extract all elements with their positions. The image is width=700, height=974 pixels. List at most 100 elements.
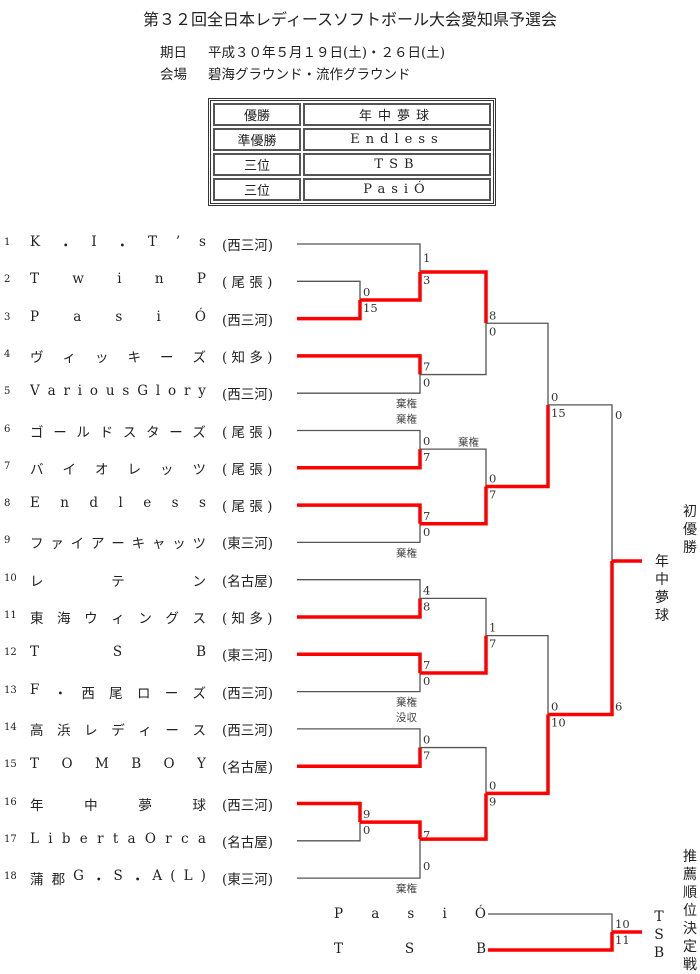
team-name-char: r (165, 830, 172, 847)
team-name-char: B (131, 756, 142, 773)
team-name-char: ッ (160, 461, 174, 478)
team-name-char: ン (138, 611, 152, 627)
team-name-char: T (147, 234, 157, 250)
bracket-line (486, 322, 549, 405)
team-name-char: ・ (91, 872, 106, 889)
winner-line (420, 486, 488, 526)
team-name-char: ー (111, 536, 125, 553)
team-name-char: s (199, 495, 206, 512)
playoff-team-char: s (407, 906, 415, 922)
score-label: 0 (551, 700, 558, 714)
bracket-line (420, 597, 487, 636)
score-label: 0 (423, 434, 430, 448)
score-label: 8 (423, 599, 430, 613)
playoff-team-char: Ó (474, 906, 486, 922)
score-label: 0 (423, 859, 430, 873)
forfeit-note: 棄権 (396, 696, 417, 709)
bracket-line (420, 323, 487, 376)
team-region: ( 尾 張 ) (222, 499, 273, 516)
bracket-line (297, 374, 421, 394)
team-name-char: ・ (58, 238, 73, 254)
team-name-char: ス (122, 424, 137, 441)
team-name-char: M (94, 756, 109, 773)
winner-line (297, 652, 422, 673)
team-number: 8 (4, 498, 11, 510)
playoff-team-char: S (404, 941, 415, 957)
score-label: 7 (489, 487, 496, 501)
playoff-team-char: B (476, 941, 486, 957)
team-number: 16 (4, 796, 17, 808)
team-name-char: 年 (30, 797, 44, 814)
team-name-char: ー (164, 685, 179, 702)
winner-line (297, 354, 422, 375)
team-number: 9 (4, 535, 11, 547)
score-label: 7 (489, 637, 496, 651)
team-name-char: i (77, 383, 83, 400)
team-name-char: P (30, 308, 40, 325)
team-name: ファイアーキャッツ (30, 532, 206, 552)
team-name-char: o (167, 383, 177, 400)
score-label: 1 (489, 621, 496, 635)
team-name-char: ー (169, 424, 183, 441)
team-name: ゴールドスターズ (30, 421, 206, 441)
champion-note: 初優勝 (683, 504, 697, 556)
team-region: (東三河) (222, 872, 274, 889)
team-name-char: レ (30, 573, 44, 590)
team-name-char: B (196, 644, 206, 661)
score-label: 9 (489, 794, 496, 808)
score-label: 0 (489, 324, 496, 338)
team-name-char: ン (192, 573, 207, 590)
team-name-char: y (198, 383, 206, 400)
bracket-line (297, 672, 421, 693)
team-name-char: Y (197, 756, 206, 773)
rank-cell: 三位 (213, 153, 301, 176)
team-name-char: i (156, 308, 161, 325)
team-name-char: a (127, 830, 136, 847)
team-name-char: イ (62, 461, 77, 478)
playoff-team-char: a (371, 906, 380, 922)
team-name-char: ウ (84, 611, 98, 627)
team-name-char: Ó (194, 308, 206, 325)
score-label: 0 (489, 471, 496, 485)
team-name-char: ゴ (30, 424, 44, 441)
forfeit-note: 棄権 (396, 413, 417, 426)
winner-line (297, 299, 362, 321)
team-number: 4 (4, 348, 11, 360)
team-name-char: ) (200, 868, 206, 885)
team-name-char: フ (30, 536, 44, 553)
team-region: (西三河) (222, 797, 274, 814)
team-name-char: ツ (192, 536, 207, 553)
playoff-team-char: P (334, 906, 344, 922)
bracket-line (297, 280, 361, 300)
team-region: (西三河) (222, 238, 274, 254)
team-name-char: ッ (95, 349, 109, 366)
score-label: 10 (615, 917, 630, 931)
team-name-char: V (30, 383, 40, 400)
score-label: 11 (615, 933, 630, 947)
team-name-char: ・ (115, 238, 130, 254)
team-name-char: s (115, 308, 123, 325)
team-cell: PasiÓ (303, 178, 491, 201)
team-name-char: ー (165, 722, 179, 739)
team-name-char: G (73, 868, 84, 885)
team-name-char: n (154, 271, 164, 288)
team-cell: 年中夢球 (303, 103, 491, 126)
team-name-char: L (183, 868, 193, 885)
team-region: (西三河) (222, 312, 274, 329)
team-name-char: T (30, 644, 40, 661)
team-name-char: n (60, 495, 69, 512)
team-name-char: 浜 (57, 722, 71, 739)
team-cell: TSB (303, 153, 491, 176)
team-name-char: デ (111, 722, 125, 739)
team-name-char: ァ (50, 536, 64, 553)
bracket-line (420, 746, 487, 794)
team-name-char: 球 (192, 797, 206, 814)
team-number: 13 (4, 684, 17, 696)
score-label: 0 (423, 674, 430, 688)
team-name-char: A (152, 868, 163, 885)
